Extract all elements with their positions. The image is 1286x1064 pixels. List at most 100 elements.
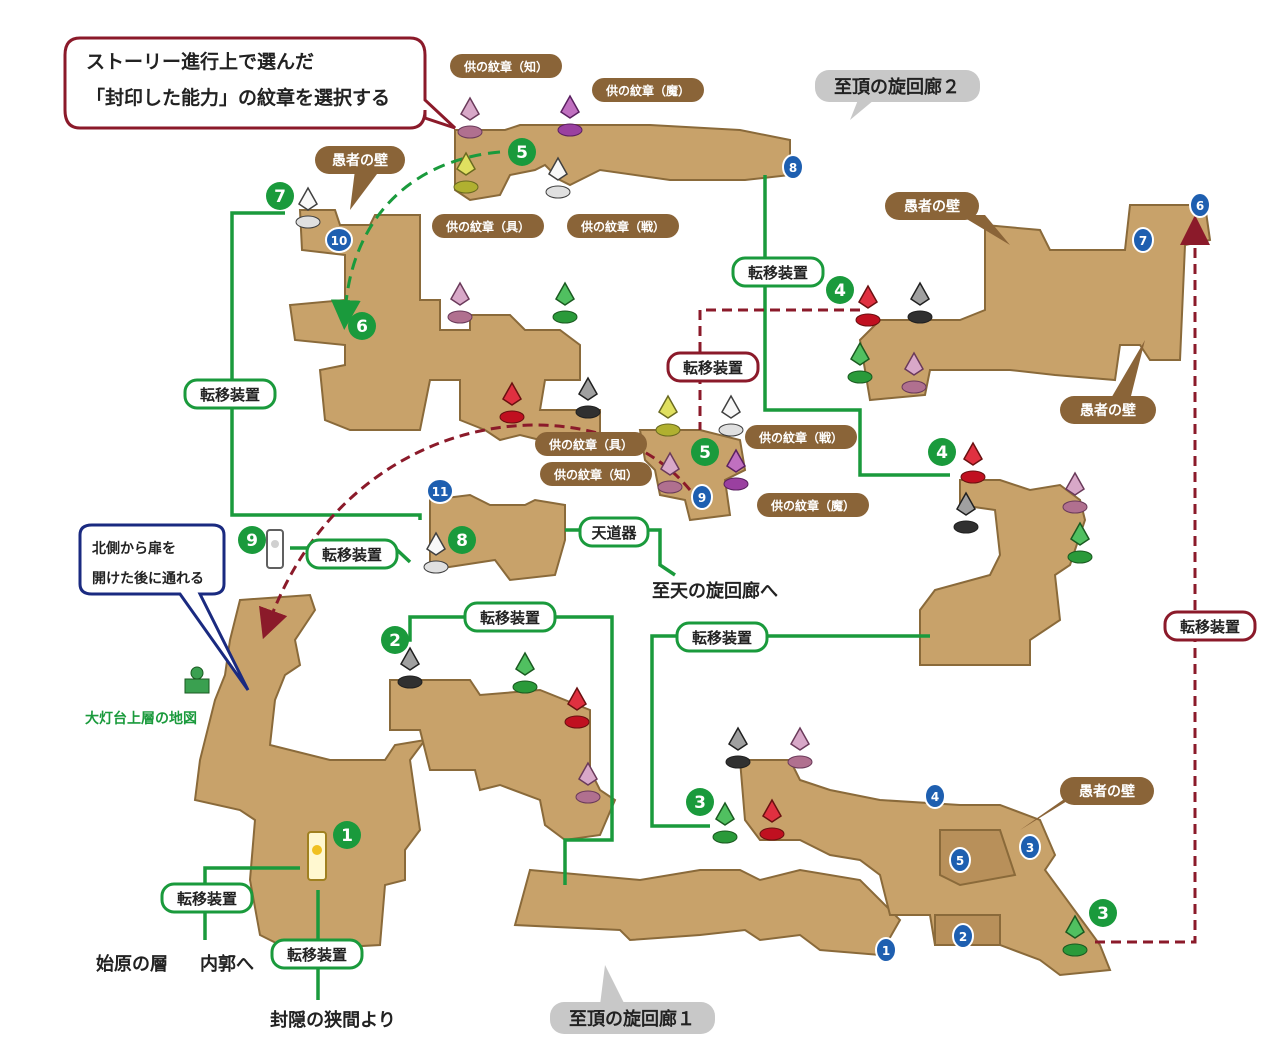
floor-center-small	[638, 429, 747, 522]
crystal-white	[423, 531, 449, 574]
crystal-red	[855, 284, 881, 327]
floor-right-middle	[919, 479, 1087, 666]
svg-text:愚者の壁: 愚者の壁	[1079, 783, 1135, 800]
teleporter-label: 転移装置	[183, 378, 277, 410]
crest-label-magic: 供の紋章（魔）	[592, 78, 704, 102]
route-3-to-right	[650, 634, 930, 828]
area-labels: 至頂の旋回廊２ 至頂の旋回廊１ 至天の旋回廊へ 始原の層 内郭へ 封隠の狭間より…	[85, 70, 980, 1034]
svg-text:9: 9	[698, 491, 706, 505]
svg-text:供の紋章（戦）: 供の紋章（戦）	[580, 219, 665, 234]
route-7-to-8	[230, 211, 422, 520]
crystal-pink	[787, 726, 813, 769]
corridor2-label: 至頂の旋回廊２	[815, 70, 980, 120]
green-numbers: 1 2 3 3 4 4 5 5 6 7 8 9	[238, 138, 1117, 927]
svg-text:愚者の壁: 愚者の壁	[904, 198, 960, 215]
origin-label: 始原の層	[96, 953, 168, 975]
svg-text:転移装置: 転移装置	[1180, 618, 1240, 636]
upper-map-label: 大灯台上層の地図	[85, 710, 197, 727]
crest-label-wisdom: 供の紋章（知）	[450, 54, 562, 78]
svg-text:愚者の壁: 愚者の壁	[1080, 402, 1136, 419]
crystal-green	[1067, 521, 1093, 564]
svg-text:5: 5	[516, 143, 528, 163]
teleporter-label: 転移装置	[675, 621, 769, 653]
crystal-pink	[657, 451, 683, 494]
svg-text:ストーリー進行上で選んだ: ストーリー進行上で選んだ	[86, 50, 314, 73]
green-num-9: 9	[238, 526, 266, 554]
blue-num-7: 7	[1132, 227, 1154, 253]
svg-text:6: 6	[356, 317, 368, 337]
crystal-markers	[184, 94, 1093, 957]
green-num-6: 6	[348, 312, 376, 340]
route-1-left	[203, 866, 300, 940]
door-note-callout: 北側から扉を 開けた後に通れる	[78, 523, 250, 691]
svg-text:4: 4	[834, 281, 846, 301]
crystal-red	[564, 686, 590, 729]
svg-text:2: 2	[389, 631, 401, 651]
crystal-pink	[447, 281, 473, 324]
teleporter-label: 転移装置	[463, 601, 557, 633]
crystal-white	[545, 156, 571, 199]
green-num-4: 4	[826, 276, 854, 304]
floor-right-top	[858, 204, 1212, 402]
svg-text:至頂の旋回廊１: 至頂の旋回廊１	[569, 1008, 695, 1030]
crystal-pink	[1062, 471, 1088, 514]
svg-text:天道器: 天道器	[591, 524, 637, 542]
svg-text:3: 3	[1097, 904, 1109, 924]
from-label: 封隠の狭間より	[270, 1009, 396, 1031]
crest-label-tool: 供の紋章（具）	[535, 432, 647, 456]
crystal-black	[397, 646, 423, 689]
map-item-icon	[184, 666, 210, 694]
route-3-to-6-dashed	[1095, 215, 1210, 944]
crystal-green	[712, 801, 738, 844]
svg-text:4: 4	[936, 443, 948, 463]
svg-text:1: 1	[882, 944, 890, 958]
crystal-pink	[457, 96, 483, 139]
teleporter-label-red: 転移装置	[1163, 610, 1257, 642]
svg-text:供の紋章（魔）: 供の紋章（魔）	[605, 83, 690, 98]
crystal-green	[1062, 914, 1088, 957]
crest-label-magic: 供の紋章（魔）	[757, 493, 869, 517]
svg-text:5: 5	[956, 854, 964, 868]
crystal-green	[552, 281, 578, 324]
svg-text:2: 2	[959, 930, 967, 944]
green-num-4: 4	[928, 438, 956, 466]
green-num-5: 5	[691, 438, 719, 466]
route-4-to-5-dashed	[698, 308, 860, 430]
floor-top-corridor	[454, 124, 791, 202]
lantern-icon	[307, 831, 327, 881]
crystal-magenta	[723, 448, 749, 491]
svg-text:4: 4	[931, 790, 939, 804]
floor-bottom-corridor	[513, 868, 902, 957]
svg-text:「封印した能力」の紋章を選択する: 「封印した能力」の紋章を選択する	[86, 86, 390, 109]
blue-num-9: 9	[691, 484, 713, 510]
inner-label: 内郭へ	[200, 953, 254, 975]
teleporter-label: 転移装置	[160, 882, 254, 914]
svg-text:3: 3	[694, 793, 706, 813]
svg-text:転移装置: 転移装置	[322, 546, 382, 564]
crystal-black	[725, 726, 751, 769]
svg-text:愚者の壁: 愚者の壁	[332, 152, 388, 169]
floor-tiles	[193, 124, 1212, 977]
svg-text:供の紋章（具）: 供の紋章（具）	[548, 437, 633, 452]
crystal-yellow	[655, 394, 681, 437]
lantern-icon	[266, 529, 284, 569]
crystal-red	[759, 798, 785, 841]
svg-text:10: 10	[331, 234, 348, 248]
crystal-black	[907, 281, 933, 324]
crystal-white	[295, 186, 321, 229]
svg-text:北側から扉を: 北側から扉を	[92, 540, 176, 557]
crystal-magenta	[557, 94, 583, 137]
teleporter-labels: 転移装置 転移装置 転移装置 転移装置 転移装置 転移装置 転移装置 天道器 転…	[160, 256, 1257, 970]
story-callout: ストーリー進行上で選んだ 「封印した能力」の紋章を選択する	[63, 36, 457, 130]
heaven-label: 至天の旋回廊へ	[652, 580, 778, 602]
svg-text:転移装置: 転移装置	[480, 609, 540, 627]
crystal-red	[960, 441, 986, 484]
svg-text:供の紋章（戦）: 供の紋章（戦）	[758, 430, 843, 445]
green-num-1: 1	[333, 821, 361, 849]
svg-text:9: 9	[246, 531, 258, 551]
blue-num-8: 8	[782, 154, 804, 180]
wall-label: 愚者の壁	[315, 146, 405, 210]
blue-num-10: 10	[325, 227, 353, 253]
svg-text:供の紋章（魔）: 供の紋章（魔）	[770, 498, 855, 513]
